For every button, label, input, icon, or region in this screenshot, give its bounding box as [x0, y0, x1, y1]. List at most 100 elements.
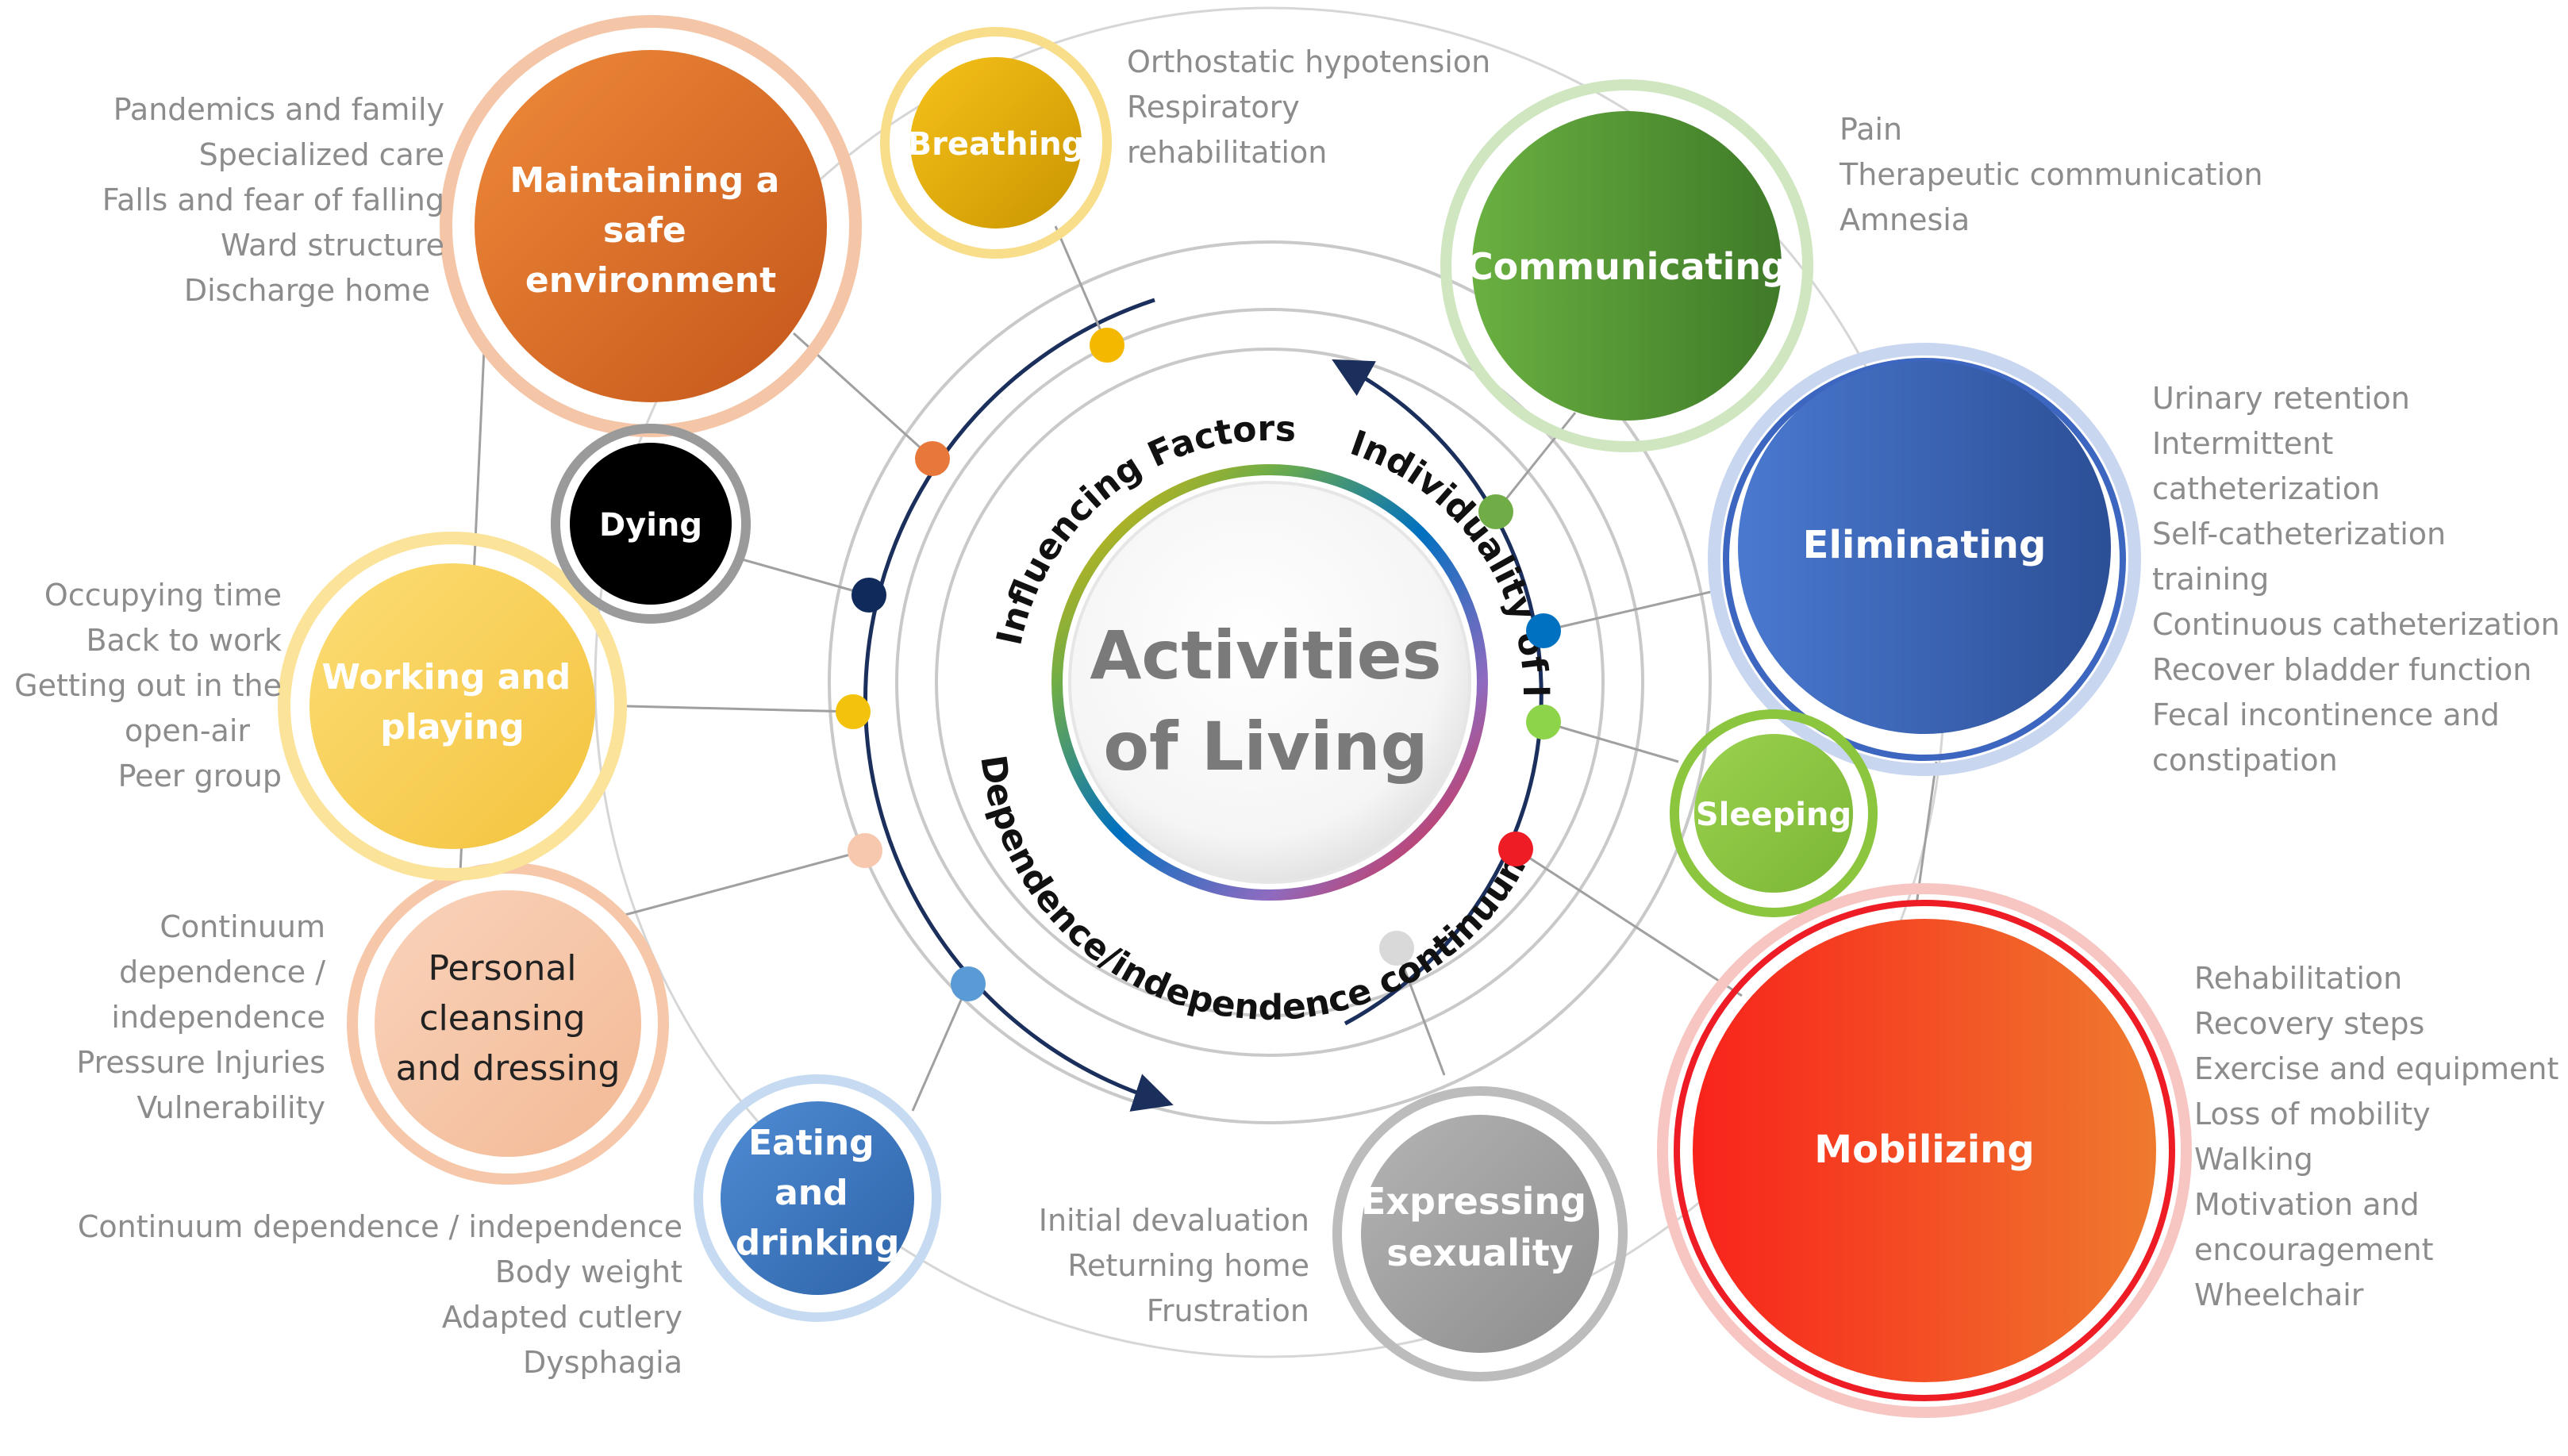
activity-label: Communicating — [1467, 245, 1787, 288]
activity-label: Breathing — [908, 126, 1085, 163]
note-item: Body weight — [494, 1254, 682, 1289]
dot-sleeping — [1526, 705, 1561, 740]
notes-mobilizing: Rehabilitation Recovery steps Exercise a… — [2194, 956, 2558, 1318]
note-item: constipation — [2152, 743, 2338, 778]
svg-text:Eating and drinkin: Eating and drinking — [736, 1123, 900, 1263]
dot-mobilizing — [1498, 832, 1533, 866]
note-item: Specialized care — [198, 137, 444, 172]
activity-communicating: Communicating — [1440, 79, 1813, 452]
activity-eating: Eating and drinking — [694, 1074, 941, 1322]
note-item: Continuum — [160, 909, 325, 944]
note-item: dependence / — [119, 955, 325, 989]
activity-label: Sleeping — [1696, 797, 1851, 833]
activity-working: Working and playing — [278, 532, 627, 881]
activity-label: safe — [603, 210, 686, 251]
activity-label: Working and — [321, 657, 571, 697]
note-item: Walking — [2194, 1142, 2313, 1177]
notes-eating: Continuum dependence / independence Body… — [48, 1204, 682, 1385]
activity-label: environment — [525, 260, 776, 301]
note-item: Ward structure — [220, 228, 444, 263]
activity-label: cleansing — [419, 998, 585, 1039]
note-item: Intermittent — [2152, 426, 2334, 461]
activity-eliminating: Eliminating — [1708, 343, 2141, 776]
notes-working: Occupying time Back to work Getting out … — [4, 573, 282, 799]
activity-label: Dying — [599, 507, 702, 544]
note-item: Pain — [1840, 112, 1903, 147]
activity-cleansing: Personal cleansing and dressing — [347, 862, 669, 1185]
note-item: Dysphagia — [522, 1345, 682, 1380]
dot-eliminating — [1526, 613, 1561, 648]
activity-sexuality: Expressing sexuality — [1332, 1086, 1628, 1381]
note-item: Getting out in the — [14, 668, 282, 703]
note-item: Occupying time — [44, 578, 282, 613]
activity-label: Eating — [748, 1123, 875, 1163]
center-title-line1: Activities — [1090, 617, 1441, 694]
notes-eliminating: Urinary retention Intermittent catheteri… — [2152, 376, 2560, 783]
note-item: Therapeutic communication — [1840, 157, 2263, 192]
activity-label: Personal — [428, 948, 576, 989]
note-item: Recovery steps — [2194, 1006, 2425, 1041]
activity-safe: Maintaining a safe environment — [440, 15, 862, 437]
note-item: Discharge home — [183, 273, 430, 308]
activity-label: Eliminating — [1803, 523, 2047, 567]
activity-sleeping: Sleeping — [1670, 709, 1878, 917]
activity-label: Expressing — [1361, 1180, 1586, 1223]
note-item: Initial devaluation — [1038, 1203, 1309, 1238]
svg-text:Maintaining a safe: Maintaining a safe environment — [509, 160, 791, 301]
connector-lines — [459, 225, 1938, 1112]
dot-eating — [951, 966, 986, 1001]
note-item: Continuous catheterization — [2152, 607, 2560, 642]
note-item: Back to work — [86, 623, 282, 658]
note-item: Fecal incontinence and — [2152, 697, 2500, 732]
note-item: Loss of mobility — [2194, 1097, 2431, 1131]
notes-cleansing: Continuum dependence / independence Pres… — [32, 905, 325, 1131]
note-item: Peer group — [117, 759, 282, 793]
note-item: Recover bladder function — [2152, 652, 2532, 687]
notes-safe: Pandemics and family Specialized care Fa… — [48, 87, 444, 313]
note-item: Amnesia — [1840, 202, 1970, 237]
note-item: Adapted cutlery — [441, 1300, 682, 1335]
activity-breathing: Breathing — [880, 27, 1112, 259]
note-item: Respiratory — [1127, 90, 1300, 125]
activity-mobilizing: Mobilizing — [1657, 883, 2192, 1418]
notes-breathing: Orthostatic hypotension Respiratory reha… — [1127, 40, 1490, 175]
svg-text:Expressing sexuality: Expressing sexuality — [1361, 1180, 1599, 1274]
note-item: Exercise and equipment — [2194, 1051, 2559, 1086]
activity-label: and dressing — [396, 1048, 621, 1089]
activity-dying: Dying — [551, 424, 751, 624]
dot-sexuality — [1379, 931, 1414, 966]
note-item: catheterization — [2152, 471, 2381, 506]
note-item: Vulnerability — [136, 1090, 325, 1125]
note-item: Continuum dependence / independence — [77, 1209, 682, 1244]
note-item: Falls and fear of falling — [102, 182, 444, 217]
note-item: Returning home — [1067, 1248, 1309, 1283]
notes-communicating: Pain Therapeutic communication Amnesia — [1840, 107, 2262, 243]
dot-dying — [852, 578, 886, 613]
activity-label: Mobilizing — [1814, 1128, 2034, 1172]
note-item: training — [2152, 562, 2270, 597]
dot-breathing — [1090, 328, 1124, 363]
activity-label: sexuality — [1386, 1231, 1574, 1274]
note-item: Rehabilitation — [2194, 961, 2403, 996]
note-item: Pandemics and family — [113, 92, 444, 127]
note-item: Pressure Injuries — [76, 1045, 325, 1080]
note-item: Wheelchair — [2194, 1277, 2364, 1312]
dot-cleansing — [848, 833, 882, 868]
activity-label: Maintaining a — [509, 160, 779, 201]
right-arrow — [1332, 359, 1543, 1026]
note-item: Frustration — [1146, 1293, 1309, 1328]
svg-text:Working and playing: Working and playing — [321, 657, 582, 747]
svg-text:Personal cleansing: Personal cleansing and dressing — [396, 948, 621, 1089]
note-item: Orthostatic hypotension — [1127, 44, 1491, 79]
notes-sexuality: Initial devaluation Returning home Frust… — [984, 1198, 1309, 1334]
center-title-line2: of Living — [1103, 708, 1428, 786]
dot-communicating — [1478, 494, 1513, 529]
activity-label: drinking — [736, 1223, 900, 1263]
activity-label: playing — [380, 707, 525, 747]
note-item: Self-catheterization — [2152, 517, 2447, 551]
activity-label: and — [775, 1173, 848, 1213]
note-item: rehabilitation — [1127, 135, 1328, 170]
note-item: Motivation and — [2194, 1187, 2420, 1222]
note-item: independence — [111, 1000, 325, 1035]
